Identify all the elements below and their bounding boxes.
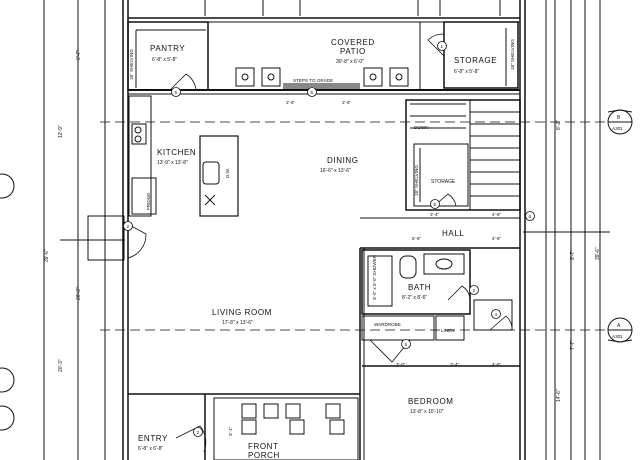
dim-right-c: 14'-6" (556, 389, 562, 402)
shower-label: 3'-0" x 5'-0" SHOWER (372, 254, 377, 300)
tag-d4: 2 (127, 224, 130, 229)
dim-left-upper: 12'-9" (58, 125, 64, 138)
tag-d7: 2 (473, 288, 476, 293)
dishwasher-label: D.W. (225, 168, 230, 178)
tag-d3: 1 (441, 44, 444, 49)
section-callout-a (607, 317, 633, 343)
tag-d9: 2 (197, 430, 200, 435)
left-callouts (0, 173, 15, 431)
fridge-label: FRIDGE (146, 193, 151, 210)
dim-window-b: 2'-6" (342, 100, 352, 105)
dim-stair-a: 3'-4" (430, 212, 440, 217)
coat-closet (87, 215, 147, 261)
bath-area (361, 249, 513, 331)
living-room-label: LIVING ROOM (212, 308, 272, 317)
tag-d8: 4 (495, 312, 498, 317)
storage-shelving-note: 18" SHELVING (510, 39, 515, 70)
bedroom-label: BEDROOM (408, 397, 454, 406)
hall-area (360, 217, 520, 249)
kitchen-size: 13'-9" x 13'-8" (157, 160, 188, 166)
patio-label-line1: COVERED (331, 38, 375, 47)
storage-top-label: STORAGE (454, 56, 497, 65)
patio-label-line2: PATIO (340, 47, 366, 56)
patio-size: 30'-8" x 6'-0" (336, 59, 364, 65)
dim-hall-x: 4'-6" (492, 236, 502, 241)
porch-label-line1: FRONT (248, 442, 279, 451)
tag-d1: 5 (175, 90, 178, 95)
pantry-room (127, 21, 209, 91)
storage-mid-shelving: 18" SHELVING (414, 165, 419, 196)
steps-note: STEPS TO GRADE (293, 78, 333, 83)
linen-label: LINEN (441, 328, 455, 333)
storage-mid-label: STORAGE (431, 179, 456, 185)
dim-right-b: 9'-7" (570, 250, 576, 260)
pantry-label: PANTRY (150, 44, 185, 53)
dim-bath-a: 3'-4" (450, 362, 460, 367)
dim-stair-b: 4'-6" (492, 212, 502, 217)
dim-bed-a: 3'-0" (396, 362, 406, 367)
dining-label: DINING (327, 156, 359, 165)
dim-right-overall: 39'-6" (595, 247, 601, 260)
wardrobe-label: WARDROBE (374, 322, 401, 327)
storage-top-room (427, 21, 519, 89)
door-tags (123, 41, 535, 437)
pantry-size: 6'-8" x 5'-8" (152, 57, 177, 63)
bedroom-walls (359, 248, 365, 460)
dim-left-top: 6'-7" (76, 50, 82, 60)
down-arrow-label: DOWN (414, 125, 429, 130)
dim-hall-width: 5'-6" (412, 236, 422, 241)
kitchen-label: KITCHEN (157, 148, 196, 157)
tag-d10: 6 (529, 214, 532, 219)
storage-top-size: 6'-8" x 5'-8" (454, 69, 479, 75)
kitchen-area (128, 95, 239, 217)
living-room-size: 17'-8" x 13'-6" (222, 320, 253, 326)
bath-size: 8'-2" x 8'-6" (402, 295, 427, 301)
dim-left-overall: 39'-6" (44, 249, 50, 262)
dim-bath-b: 4'-6" (492, 362, 502, 367)
dining-size: 16'-6" x 13'-6" (320, 168, 351, 174)
porch-label-line2: PORCH (248, 451, 280, 460)
pantry-shelving-note: 18" SHELVING (129, 49, 134, 80)
dim-right-a: 8'-2" (556, 120, 562, 130)
dim-left-bottom: 20'-3" (58, 359, 64, 372)
section-b-sheet: A301 (612, 126, 623, 131)
covered-patio-area (207, 22, 421, 90)
interior-lines (60, 121, 610, 331)
tag-d5: 5 (434, 202, 437, 207)
dim-window-a: 2'-6" (286, 100, 296, 105)
entry-porch-area (128, 393, 360, 460)
tag-d6: 5 (405, 342, 408, 347)
dim-entry-a: 3'-1" (228, 426, 233, 436)
bath-label: BATH (408, 283, 431, 292)
bedroom-size: 13'-8" x 10'-10" (410, 409, 444, 415)
section-a-sheet: A301 (612, 334, 623, 339)
section-b-letter: B (617, 115, 621, 121)
hall-label: HALL (442, 229, 464, 238)
section-a-letter: A (617, 323, 621, 329)
dim-right-d: 7'-7" (570, 340, 576, 350)
entry-size: 6'-8" x 6'-8" (138, 446, 163, 452)
dim-left-lower: 20'-3" (76, 287, 82, 300)
tag-d2: 5 (311, 90, 314, 95)
entry-label: ENTRY (138, 434, 168, 443)
section-callout-b (607, 109, 633, 135)
stair-storage-block (405, 99, 521, 211)
